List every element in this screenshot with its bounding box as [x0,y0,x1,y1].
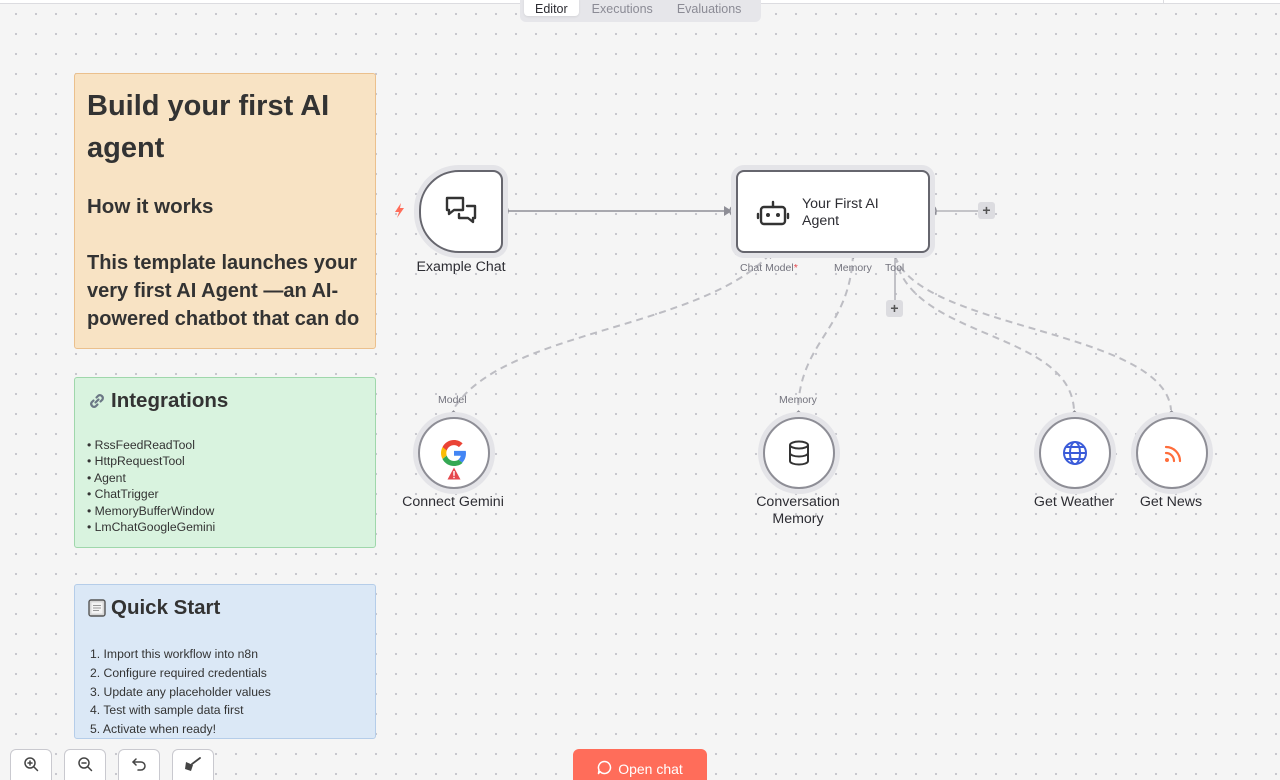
sticky-intro-body: This template launches your very first A… [87,252,360,330]
quick-start-steps: 1. Import this workflow into n8n 2. Conf… [87,645,363,738]
node-get-news[interactable] [1136,417,1208,489]
list-item: 2. Configure required credentials [90,665,267,680]
sticky-quick-start-title: Quick Start [111,596,221,619]
main-connection[interactable] [506,206,732,216]
list-item: 4. Test with sample data first [90,703,244,718]
google-icon [441,440,467,471]
tab-executions[interactable]: Executions [591,2,653,16]
model-connection[interactable] [452,253,771,411]
lightning-icon [395,203,404,218]
node-connect-gemini[interactable] [418,417,490,489]
zoom-out-button[interactable] [64,749,106,780]
view-tabs: Editor Executions Evaluations [520,0,761,22]
tool-handle-label: Tool [885,262,905,274]
list-item: • LmChatGoogleGemini [87,520,216,535]
undo-icon [131,756,147,777]
sticky-note-quick-start[interactable]: Quick Start 1. Import this workflow into… [74,584,376,739]
node-get-weather[interactable] [1039,417,1111,489]
add-output-node-button[interactable]: + [978,202,995,219]
memory-node-handle-label: Memory [779,394,817,406]
sticky-integrations-heading: Integrations [87,389,363,413]
add-tool-button[interactable]: + [886,300,903,317]
node-ai-agent-label: Your First AI Agent [802,196,879,229]
zoom-in-button[interactable] [10,749,52,780]
chat-bubbles-icon [443,194,479,235]
list-item: • MemoryBufferWindow [87,503,215,518]
node-ai-agent[interactable]: Your First AI Agent [736,170,930,253]
database-icon [787,440,811,471]
link-icon [87,391,107,411]
undo-button[interactable] [118,749,160,780]
memory-connection[interactable] [797,253,854,411]
weather-connection[interactable] [894,255,1075,411]
node-example-chat[interactable] [419,170,503,253]
sticky-note-intro[interactable]: Build your first AI agent How it works T… [74,73,376,349]
memory-handle-label: Memory [834,262,872,274]
sticky-intro-subtitle: How it works [87,195,214,218]
zoom-out-icon [77,756,93,777]
top-bar-divider [1163,0,1164,4]
list-item: • HttpRequestTool [87,454,185,469]
memo-icon [87,598,107,618]
zoom-in-icon [23,756,39,777]
rss-icon [1163,444,1183,469]
gemini-handle-label: Model [438,394,467,406]
sticky-intro-title: Build your first AI agent [87,90,330,164]
node-get-news-label: Get News [1139,494,1203,510]
list-item: • ChatTrigger [87,487,159,502]
globe-icon [1062,440,1088,471]
list-item: 3. Update any placeholder values [90,684,271,699]
node-connect-gemini-label: Connect Gemini [402,494,504,510]
node-example-chat-label: Example Chat [416,259,506,275]
list-item: • Agent [87,470,126,485]
open-chat-button[interactable]: Open chat [573,749,707,780]
integrations-list: • RssFeedReadTool • HttpRequestTool • Ag… [87,437,363,535]
tab-editor[interactable]: Editor [524,0,579,16]
node-conversation-memory-label: Conversation Memory [756,494,840,527]
tidy-up-button[interactable] [172,749,214,780]
tab-evaluations[interactable]: Evaluations [676,2,742,16]
sticky-integrations-title: Integrations [111,389,229,412]
robot-icon [756,196,790,235]
list-item: • RssFeedReadTool [87,438,195,452]
list-item: 1. Import this workflow into n8n [90,647,258,661]
node-get-weather-label: Get Weather [1033,494,1115,510]
sticky-note-integrations[interactable]: Integrations • RssFeedReadTool • HttpReq… [74,377,376,548]
warning-icon [447,467,461,485]
open-chat-label: Open chat [618,761,683,777]
sticky-quick-start-heading: Quick Start [87,596,363,620]
node-conversation-memory[interactable] [763,417,835,489]
broom-icon [184,756,202,777]
chat-icon [597,760,612,778]
news-connection[interactable] [894,255,1172,411]
list-item: 5. Activate when ready! [90,722,217,737]
chat-model-handle-label: Chat Model* [740,262,798,274]
